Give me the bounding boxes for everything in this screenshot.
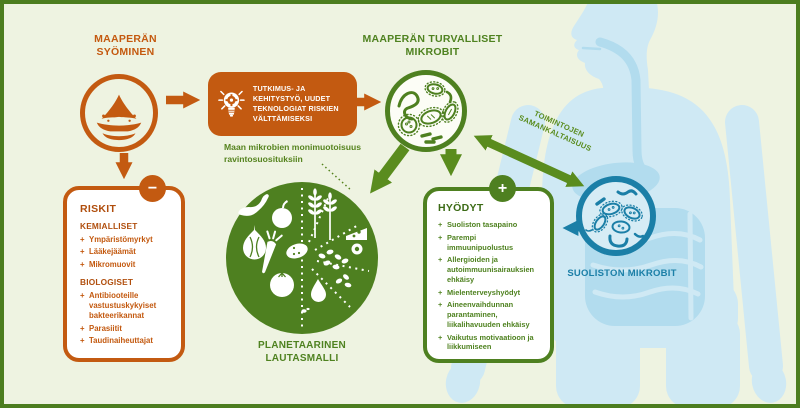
risk-item-text: Lääkejäämät [89, 247, 136, 257]
risks-biological-list: + Antibiooteille vastustuskykyiset baktee… [80, 291, 173, 346]
risk-item-text: Parasiitit [89, 323, 122, 333]
bullet-icon: + [80, 290, 85, 300]
soil-microbes-circle [385, 70, 467, 152]
list-item: + Parempi immuunipuolustus [438, 233, 544, 253]
risk-item-text: Ympäristömyrkyt [89, 235, 153, 244]
benefit-item-text: Aineenvaihdunnan parantaminen, liikaliha… [447, 300, 530, 329]
risks-title: RISKIT [80, 203, 117, 215]
list-item: + Mielenterveyshyödyt [438, 288, 544, 298]
bullet-icon: + [438, 232, 443, 242]
risk-item-text: Antibiooteille vastustuskykyiset bakteer… [89, 290, 157, 321]
gut-microbes-circle [576, 176, 656, 256]
bullet-icon: + [438, 255, 443, 265]
bullet-icon: + [80, 335, 85, 345]
benefits-panel: HYÖDYT + Suoliston tasapaino + Parempi imm… [423, 187, 554, 363]
bullet-icon: + [438, 332, 443, 342]
gut-microbes-label: SUOLISTON MIKROBIT [567, 268, 677, 279]
risks-panel: RISKIT KEMIALLISET + Ympäristömyrkyt + Lää… [63, 186, 185, 362]
gut-microbes-icon [585, 189, 645, 248]
list-item: + Parasiitit [80, 324, 173, 334]
research-development-box: TUTKIMUS- JA KEHITYSTYÖ, UUDET TEKNOLOGI… [208, 72, 357, 136]
minus-icon: − [139, 175, 166, 202]
risks-chemical-heading: KEMIALLISET [80, 221, 138, 231]
plate-foods-icon [226, 182, 378, 334]
bullet-icon: + [80, 235, 85, 244]
list-item: + Ympäristömyrkyt [80, 235, 173, 245]
benefit-item-text: Mielenterveyshyödyt [447, 287, 521, 297]
list-item: + Vaikutus motivaatioon ja liikkumiseen [438, 333, 544, 353]
bullet-icon: + [80, 259, 85, 269]
risks-chemical-list: + Ympäristömyrkyt + Lääkejäämät + Mikromuov… [80, 235, 173, 270]
planetary-plate-circle [224, 180, 380, 341]
soil-eating-circle [80, 74, 158, 152]
bullet-icon: + [438, 220, 443, 229]
diversity-note: Maan mikrobien monimuotoisuus ravintosuo… [224, 142, 362, 164]
risk-item-text: Mikromuovit [89, 259, 136, 269]
benefit-item-text: Allergioiden ja autoimmuunisairauksien e… [447, 255, 535, 284]
list-item: + Antibiooteille vastustuskykyiset baktee… [80, 291, 173, 322]
lightbulb-gear-icon [218, 90, 245, 117]
list-item: + Allergioiden ja autoimmuunisairauksien … [438, 255, 544, 284]
soil-microbes-icon [397, 81, 459, 144]
benefits-title: HYÖDYT [438, 202, 484, 214]
bullet-icon: + [80, 323, 85, 333]
benefit-item-text: Vaikutus motivaatioon ja liikkumiseen [447, 332, 534, 352]
bullet-icon: + [438, 300, 443, 310]
plus-icon: + [489, 175, 516, 202]
soil-plate-icon [96, 94, 142, 141]
soil-safe-microbes-title: MAAPERÄN TURVALLISET MIKROBIT [362, 33, 503, 59]
benefit-item-text: Parempi immuunipuolustus [447, 232, 514, 252]
benefits-list: + Suoliston tasapaino + Parempi immuunipuo… [438, 220, 544, 352]
list-item: + Suoliston tasapaino [438, 220, 544, 230]
list-item: + Taudinaiheuttajat [80, 336, 173, 346]
list-item: + Aineenvaihdunnan parantaminen, liikalih… [438, 300, 544, 329]
research-box-label: TUTKIMUS- JA KEHITYSTYÖ, UUDET TEKNOLOGI… [252, 83, 339, 124]
list-item: + Mikromuovit [80, 260, 173, 270]
risk-item-text: Taudinaiheuttajat [89, 335, 153, 345]
bullet-icon: + [80, 247, 85, 257]
risks-biological-heading: BIOLOGISET [80, 276, 134, 287]
benefit-item-text: Suoliston tasapaino [447, 220, 518, 229]
soil-eating-title: MAAPERÄN SYÖMINEN [94, 33, 157, 59]
list-item: + Lääkejäämät [80, 247, 173, 257]
planetary-plate-label: PLANETAARINEN LAUTASMALLI [257, 340, 347, 364]
bullet-icon: + [438, 287, 443, 297]
